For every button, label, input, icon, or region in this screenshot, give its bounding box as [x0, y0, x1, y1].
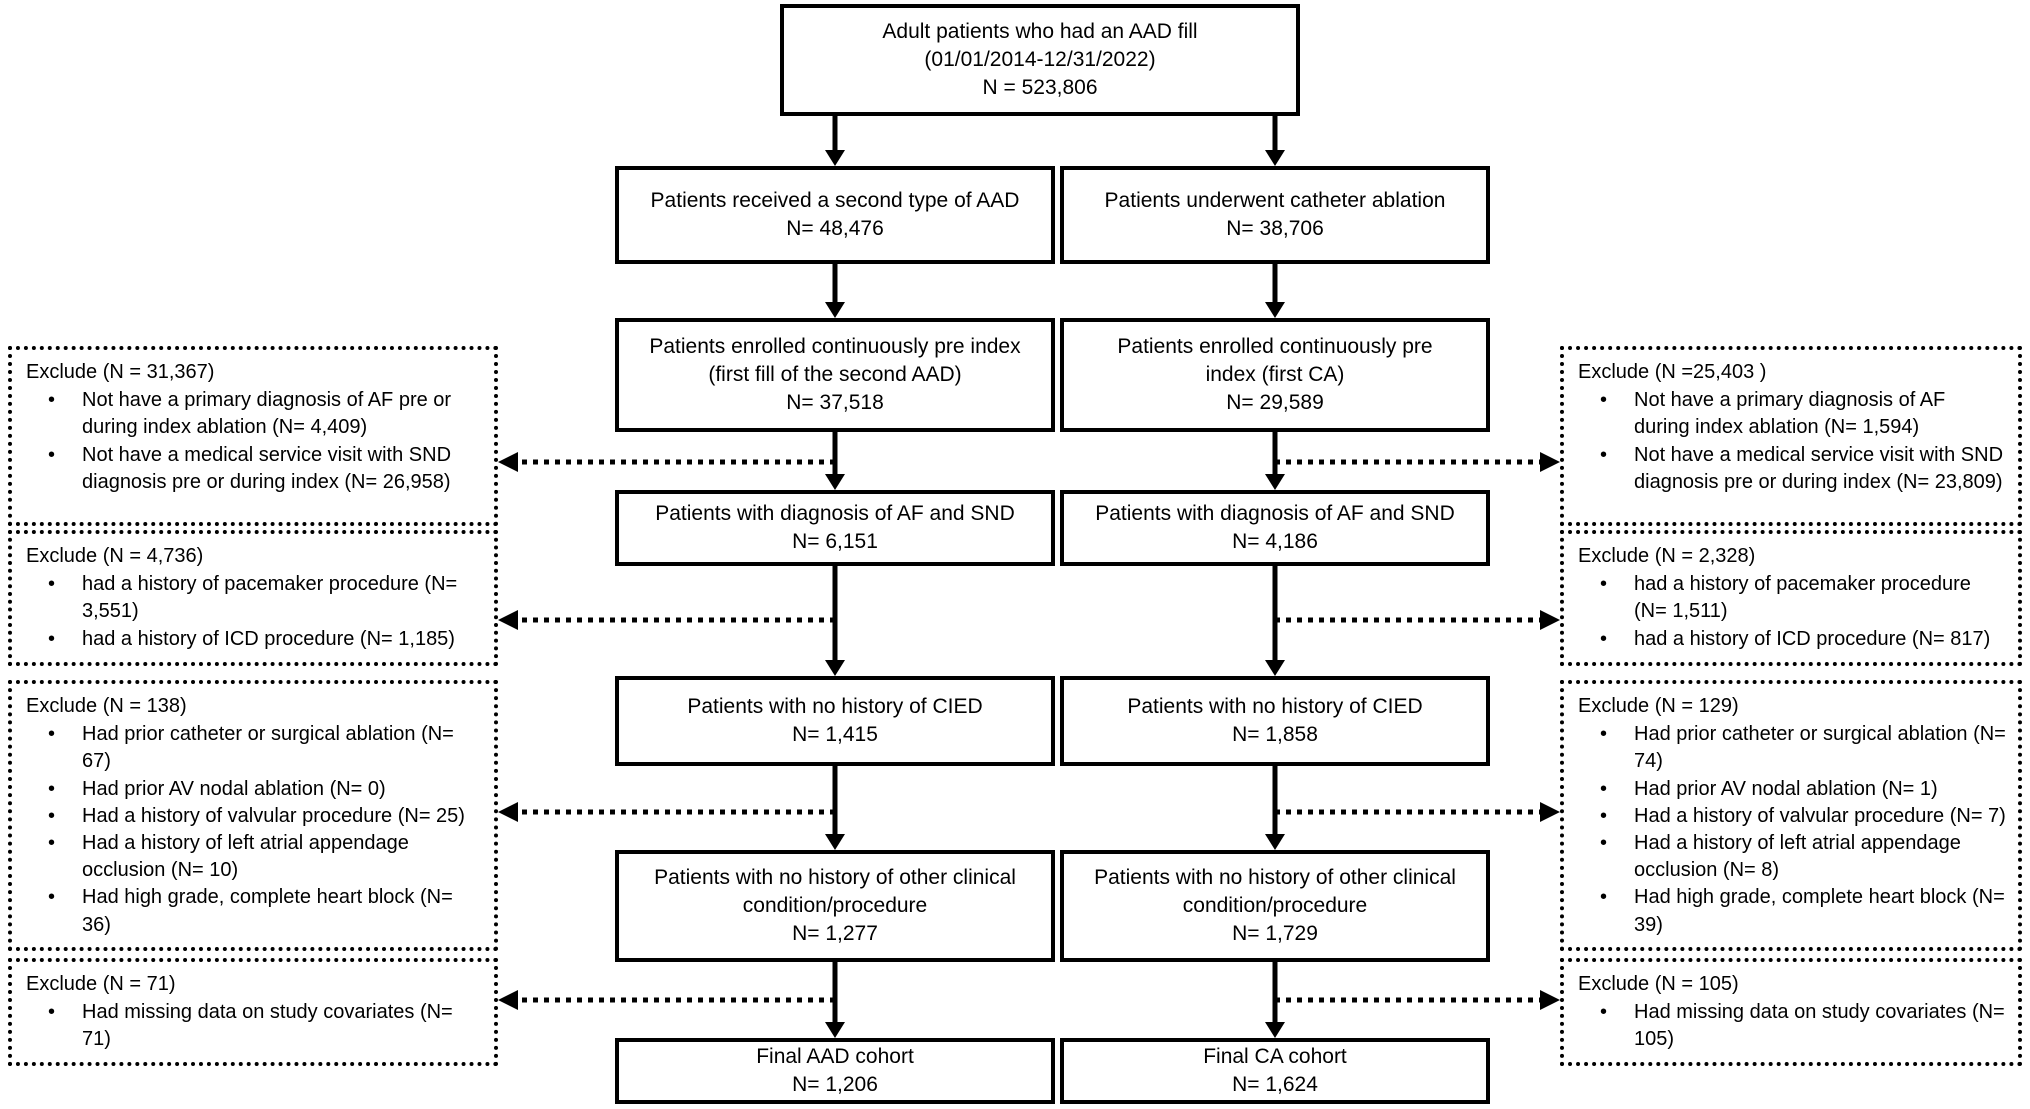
exclusion-item: Had a history of left atrial appendage o… — [26, 830, 482, 884]
exclusion-list: Had prior catheter or surgical ablation … — [26, 721, 482, 939]
exclusion-title: Exclude (N = 129) — [1578, 695, 1739, 717]
exclusion-title: Exclude (N = 31,367) — [26, 361, 215, 383]
exclusion-list: Not have a primary diagnosis of AF durin… — [1578, 387, 2006, 496]
exclusion-box-ca-1: Exclude (N =25,403 ) Not have a primary … — [1560, 346, 2022, 526]
exclusion-list: Had missing data on study covariates (N=… — [26, 999, 482, 1053]
exclusion-list: had a history of pacemaker procedure (N=… — [26, 571, 482, 653]
box-line: Patients with no history of CIED — [1127, 695, 1423, 719]
exclusion-item: had a history of pacemaker procedure (N=… — [26, 571, 482, 625]
exclusion-box-ca-2: Exclude (N = 2,328) had a history of pac… — [1560, 530, 2022, 666]
exclusion-item: Had prior AV nodal ablation (N= 0) — [26, 776, 482, 803]
box-line: index (first CA) — [1205, 363, 1345, 387]
box-line: N= 1,206 — [792, 1073, 878, 1096]
box-line: Patients enrolled continuously pre — [1117, 335, 1433, 359]
exclusion-title: Exclude (N = 2,328) — [1578, 545, 1756, 567]
box-line: Patients with no history of other clinic… — [1094, 866, 1456, 890]
exclusion-list: had a history of pacemaker procedure (N=… — [1578, 571, 2006, 653]
box-final-aad-cohort: Final AAD cohort N= 1,206 — [615, 1038, 1055, 1104]
exclusion-item: Had prior catheter or surgical ablation … — [1578, 721, 2006, 775]
exclusion-box-aad-4: Exclude (N = 71) Had missing data on stu… — [8, 958, 498, 1066]
box-final-ca-cohort: Final CA cohort N= 1,624 — [1060, 1038, 1490, 1104]
box-line: N= 1,729 — [1232, 921, 1318, 945]
exclusion-item: Had high grade, complete heart block (N=… — [26, 884, 482, 938]
exclusion-title: Exclude (N = 105) — [1578, 973, 1739, 995]
exclusion-item: Had missing data on study covariates (N=… — [26, 999, 482, 1053]
box-line: Adult patients who had an AAD fill — [882, 20, 1198, 44]
box-line: N= 6,151 — [792, 530, 878, 553]
box-line: Patients received a second type of AAD — [650, 189, 1020, 213]
exclusion-title: Exclude (N =25,403 ) — [1578, 361, 1767, 383]
box-ca-catheter-ablation: Patients underwent catheter ablation N= … — [1060, 166, 1490, 264]
box-line: Patients underwent catheter ablation — [1104, 189, 1446, 213]
box-line: N= 1,415 — [792, 723, 878, 746]
box-line: N= 1,858 — [1232, 723, 1318, 746]
exclusion-item: Not have a medical service visit with SN… — [26, 442, 482, 496]
exclusion-list: Had prior catheter or surgical ablation … — [1578, 721, 2006, 939]
box-line: Patients enrolled continuously pre index — [649, 335, 1021, 359]
exclusion-box-aad-2: Exclude (N = 4,736) had a history of pac… — [8, 530, 498, 666]
exclusion-item: Not have a primary diagnosis of AF durin… — [1578, 387, 2006, 441]
box-aad-no-cied: Patients with no history of CIED N= 1,41… — [615, 676, 1055, 766]
box-line: Final CA cohort — [1203, 1045, 1347, 1069]
exclusion-item: had a history of pacemaker procedure (N=… — [1578, 571, 2006, 625]
exclusion-title: Exclude (N = 138) — [26, 695, 187, 717]
box-ca-no-other-condition: Patients with no history of other clinic… — [1060, 850, 1490, 962]
exclusion-item: Had a history of valvular procedure (N= … — [26, 803, 482, 830]
exclusion-item: Had a history of left atrial appendage o… — [1578, 830, 2006, 884]
exclusion-list: Had missing data on study covariates (N=… — [1578, 999, 2006, 1053]
exclusion-item: Had missing data on study covariates (N=… — [1578, 999, 2006, 1053]
exclusion-item: Had prior AV nodal ablation (N= 1) — [1578, 776, 2006, 803]
exclusion-item: Had a history of valvular procedure (N= … — [1578, 803, 2006, 830]
box-line: Patients with diagnosis of AF and SND — [655, 502, 1015, 526]
box-line: N= 48,476 — [786, 217, 884, 240]
exclusion-item: Not have a primary diagnosis of AF pre o… — [26, 387, 482, 441]
box-line: Patients with no history of CIED — [687, 695, 983, 719]
box-line: Final AAD cohort — [756, 1045, 914, 1069]
exclusion-item: had a history of ICD procedure (N= 1,185… — [26, 626, 482, 653]
box-line: N= 37,518 — [786, 390, 884, 414]
exclusion-item: had a history of ICD procedure (N= 817) — [1578, 626, 2006, 653]
box-line: N= 38,706 — [1226, 217, 1324, 240]
box-aad-second-type: Patients received a second type of AAD N… — [615, 166, 1055, 264]
box-line: N = 523,806 — [982, 75, 1098, 99]
exclusion-box-aad-1: Exclude (N = 31,367) Not have a primary … — [8, 346, 498, 526]
box-ca-no-cied: Patients with no history of CIED N= 1,85… — [1060, 676, 1490, 766]
exclusion-item: Had high grade, complete heart block (N=… — [1578, 884, 2006, 938]
box-line: Patients with no history of other clinic… — [654, 866, 1016, 890]
exclusion-item: Not have a medical service visit with SN… — [1578, 442, 2006, 496]
box-aad-af-snd: Patients with diagnosis of AF and SND N=… — [615, 490, 1055, 566]
exclusion-box-ca-3: Exclude (N = 129) Had prior catheter or … — [1560, 680, 2022, 951]
box-line: (first fill of the second AAD) — [708, 363, 962, 387]
box-ca-af-snd: Patients with diagnosis of AF and SND N=… — [1060, 490, 1490, 566]
box-line: condition/procedure — [1182, 894, 1368, 918]
exclusion-box-aad-3: Exclude (N = 138) Had prior catheter or … — [8, 680, 498, 951]
box-adult-aad-fill: Adult patients who had an AAD fill (01/0… — [780, 4, 1300, 116]
exclusion-list: Not have a primary diagnosis of AF pre o… — [26, 387, 482, 496]
box-line: (01/01/2014-12/31/2022) — [924, 48, 1156, 72]
box-line: N= 1,277 — [792, 921, 878, 945]
box-ca-enrolled-pre-index: Patients enrolled continuously pre index… — [1060, 318, 1490, 432]
exclusion-box-ca-4: Exclude (N = 105) Had missing data on st… — [1560, 958, 2022, 1066]
box-aad-enrolled-pre-index: Patients enrolled continuously pre index… — [615, 318, 1055, 432]
exclusion-title: Exclude (N = 4,736) — [26, 545, 204, 567]
box-line: N= 4,186 — [1232, 530, 1318, 553]
box-aad-no-other-condition: Patients with no history of other clinic… — [615, 850, 1055, 962]
box-line: condition/procedure — [742, 894, 928, 918]
box-line: N= 1,624 — [1232, 1073, 1318, 1096]
exclusion-title: Exclude (N = 71) — [26, 973, 176, 995]
box-line: Patients with diagnosis of AF and SND — [1095, 502, 1455, 526]
box-line: N= 29,589 — [1226, 390, 1324, 414]
exclusion-item: Had prior catheter or surgical ablation … — [26, 721, 482, 775]
